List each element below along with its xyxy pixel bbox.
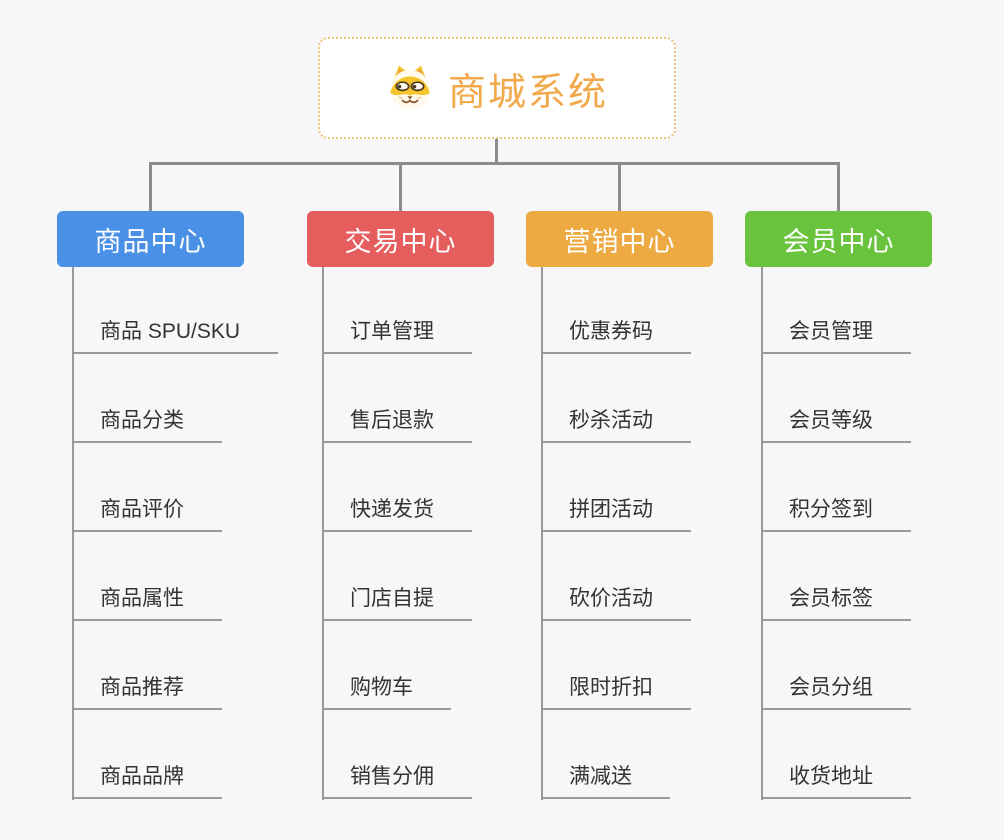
leaf-node[interactable]: 商品推荐	[72, 621, 222, 710]
leaf-node[interactable]: 优惠券码	[541, 267, 691, 354]
branch-label: 交易中心	[344, 226, 457, 257]
leaf-node[interactable]: 会员等级	[761, 354, 911, 443]
item-column-trade: 订单管理 售后退款 快递发货 门店自提 购物车 销售分佣	[322, 267, 472, 799]
leaf-node[interactable]: 商品 SPU/SKU	[72, 267, 279, 354]
item-column-marketing: 优惠券码 秒杀活动 拼团活动 砍价活动 限时折扣 满减送	[541, 267, 691, 799]
leaf-node[interactable]: 售后退款	[322, 354, 472, 443]
leaf-node[interactable]: 会员管理	[761, 267, 911, 354]
leaf-node[interactable]: 商品属性	[72, 532, 222, 621]
leaf-node[interactable]: 商品分类	[72, 354, 222, 443]
connector-drop-trade	[399, 162, 402, 212]
branch-label: 营销中心	[563, 226, 676, 257]
connector-drop-product	[149, 162, 152, 212]
leaf-node[interactable]: 砍价活动	[541, 532, 691, 621]
connector-trunk-product	[72, 267, 74, 800]
branch-label: 商品中心	[94, 226, 207, 257]
leaf-node[interactable]: 购物车	[322, 621, 451, 710]
leaf-node[interactable]: 快递发货	[322, 443, 472, 532]
connector-bus	[149, 162, 840, 165]
leaf-node[interactable]: 商品品牌	[72, 710, 222, 799]
leaf-node[interactable]: 秒杀活动	[541, 354, 691, 443]
leaf-node[interactable]: 限时折扣	[541, 621, 691, 710]
branch-node-marketing-center[interactable]: 营销中心	[526, 211, 713, 267]
branch-label: 会员中心	[782, 226, 895, 257]
item-column-product: 商品 SPU/SKU 商品分类 商品评价 商品属性 商品推荐 商品品牌	[72, 267, 279, 799]
branch-node-member-center[interactable]: 会员中心	[745, 211, 932, 267]
dog-face-icon	[389, 65, 430, 110]
connector-trunk-trade	[322, 267, 324, 800]
connector-root-stem	[495, 137, 498, 164]
connector-drop-member	[837, 162, 840, 212]
leaf-node[interactable]: 商品评价	[72, 443, 222, 532]
leaf-node[interactable]: 会员标签	[761, 532, 911, 621]
leaf-node[interactable]: 收货地址	[761, 710, 911, 799]
branch-node-trade-center[interactable]: 交易中心	[307, 211, 494, 267]
leaf-node[interactable]: 满减送	[541, 710, 670, 799]
leaf-node[interactable]: 会员分组	[761, 621, 911, 710]
connector-drop-marketing	[618, 162, 621, 212]
branch-node-product-center[interactable]: 商品中心	[57, 211, 244, 267]
item-column-member: 会员管理 会员等级 积分签到 会员标签 会员分组 收货地址	[761, 267, 911, 799]
leaf-node[interactable]: 拼团活动	[541, 443, 691, 532]
connector-trunk-member	[761, 267, 763, 800]
root-title: 商城系统	[447, 71, 608, 114]
leaf-node[interactable]: 订单管理	[322, 267, 472, 354]
leaf-node[interactable]: 门店自提	[322, 532, 472, 621]
leaf-node[interactable]: 积分签到	[761, 443, 911, 532]
connector-trunk-marketing	[541, 267, 543, 800]
leaf-node[interactable]: 销售分佣	[322, 710, 472, 799]
root-node[interactable]: 商城系统	[318, 37, 676, 139]
